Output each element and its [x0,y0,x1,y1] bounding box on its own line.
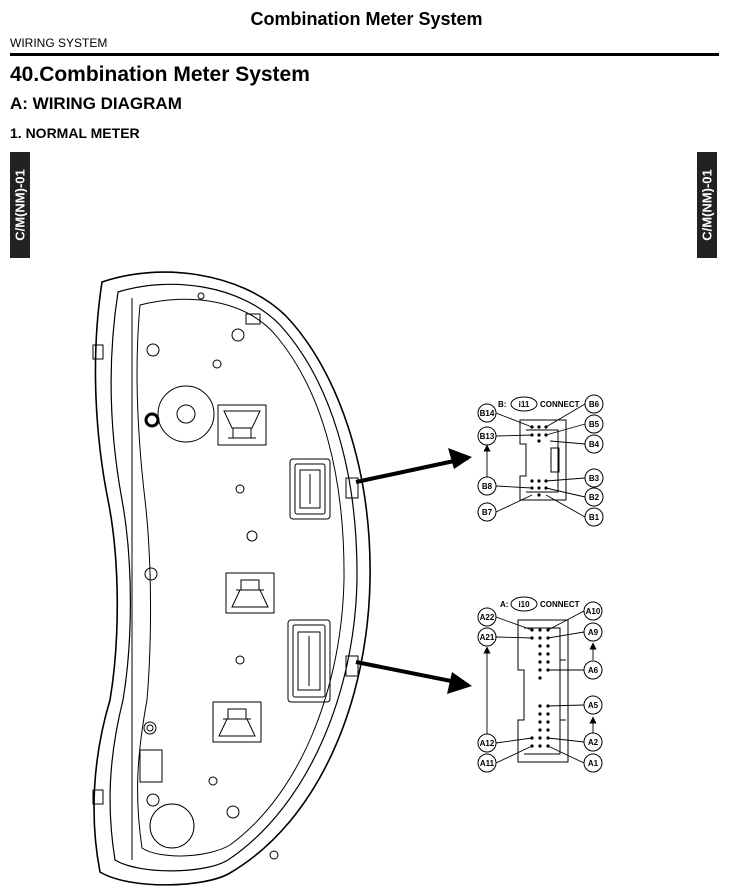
bulb-socket [217,404,267,446]
header-divider [10,53,719,56]
side-tab-right: C/M(NM)-01 [697,152,717,258]
svg-text:A2: A2 [588,738,599,747]
pin-label-a1: A1 [583,753,603,773]
meter-socket-b [289,458,331,520]
connector-a-suffix: CONNECT [540,600,580,609]
connector-b-id: i11 [519,400,530,409]
connector-a-prefix: A: [500,600,508,609]
pin-label-a22: A22 [477,607,497,627]
pin-label-a6: A6 [583,660,603,680]
subsection-title: 1. NORMAL METER [10,125,140,141]
connector-a-id: i10 [518,600,530,609]
pin-label-b8: B8 [477,476,497,496]
pin-label-a5: A5 [583,695,603,715]
pin-label-a9: A9 [583,622,603,642]
svg-text:B1: B1 [589,513,600,522]
meter-back-plate [136,298,345,857]
pin-label-b2: B2 [584,487,604,507]
page-title: 40.Combination Meter System [10,63,310,86]
svg-text:B13: B13 [480,432,495,441]
meter-inner-shell [109,283,358,872]
svg-text:B2: B2 [589,493,600,502]
callout-arrowhead-a [447,672,472,694]
callout-arrowhead-b [448,448,472,469]
svg-text:A5: A5 [588,701,599,710]
pin-label-b6: B6 [584,394,604,414]
meter-outer-shell [93,271,371,886]
pin-label-b1: B1 [584,507,604,527]
pin-label-b5: B5 [584,414,604,434]
pin-label-a12: A12 [477,733,497,753]
callout-arrow-a [355,660,467,686]
svg-text:B8: B8 [482,482,493,491]
svg-text:B3: B3 [589,474,600,483]
bulb-socket [225,572,275,614]
connector-b: B: i11 CONNECT [477,394,604,527]
pin-label-a10: A10 [583,601,603,621]
svg-text:B7: B7 [482,508,493,517]
pin-label-b3: B3 [584,468,604,488]
pin-label-a21: A21 [477,627,497,647]
section-label: WIRING SYSTEM [10,36,108,50]
svg-text:B14: B14 [480,409,495,418]
svg-text:A12: A12 [480,739,495,748]
svg-text:B5: B5 [589,420,600,429]
connector-a: A: i10 CONNECT [477,596,603,773]
svg-text:B4: B4 [589,440,600,449]
meter-back-features [139,292,279,860]
pin-label-a2: A2 [583,732,603,752]
connector-b-suffix: CONNECT [540,400,580,409]
callout-arrow-b [355,456,469,484]
pin-label-b14: B14 [477,403,497,423]
svg-text:A6: A6 [588,666,599,675]
svg-text:A22: A22 [480,613,495,622]
pin-label-b13: B13 [477,426,497,446]
svg-text:A21: A21 [480,633,495,642]
pin-label-b4: B4 [584,434,604,454]
svg-text:A9: A9 [588,628,599,637]
svg-text:A10: A10 [586,607,601,616]
pin-label-b7: B7 [477,502,497,522]
svg-text:A11: A11 [480,759,495,768]
svg-text:A1: A1 [588,759,599,768]
page-header-title: Combination Meter System [250,9,483,29]
bulb-socket [212,701,262,743]
connector-b-prefix: B: [498,400,506,409]
meter-housing [92,271,371,886]
side-tab-left: C/M(NM)-01 [10,152,30,258]
meter-socket-a [287,619,331,703]
svg-text:B6: B6 [589,400,600,409]
section-title: A: WIRING DIAGRAM [10,94,182,113]
pin-label-a11: A11 [477,753,497,773]
